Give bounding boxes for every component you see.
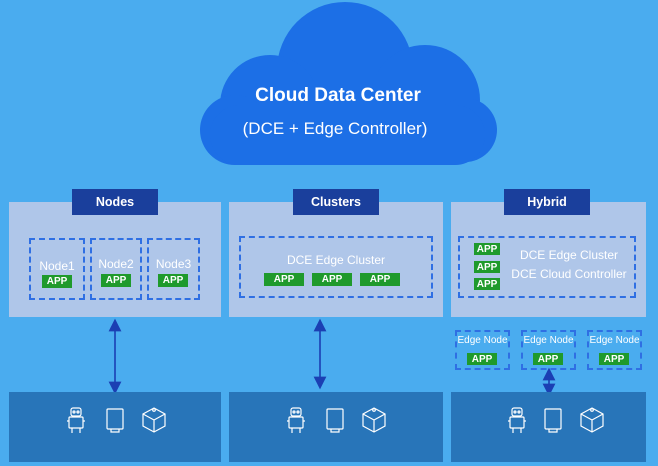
hybrid-app-3: APP xyxy=(474,278,500,290)
node3-box xyxy=(147,238,200,300)
node3-app: APP xyxy=(158,274,188,287)
robot-icon xyxy=(287,407,305,433)
edge-node-label-3: Edge Node xyxy=(589,335,640,346)
device-band-clusters xyxy=(229,392,443,462)
node3-label: Node3 xyxy=(155,257,192,271)
hybrid-app-2: APP xyxy=(474,261,500,273)
edge-node-label-2: Edge Node xyxy=(523,335,574,346)
nodes-panel xyxy=(9,202,221,317)
hybrid-tag: Hybrid xyxy=(504,189,590,215)
printer-icon xyxy=(580,407,604,433)
edge-cluster-box xyxy=(239,236,433,298)
hybrid-edge-cluster-label: DCE Edge Cluster xyxy=(519,248,619,262)
cluster-app-2: APP xyxy=(312,273,352,286)
hybrid-app-1: APP xyxy=(474,243,500,255)
node1-app: APP xyxy=(42,275,72,288)
node1-box xyxy=(29,238,85,300)
nodes-tag: Nodes xyxy=(72,189,158,215)
hybrid-cloud-controller-label: DCE Cloud Controller xyxy=(511,267,627,281)
robot-icon xyxy=(67,407,85,433)
tablet-icon xyxy=(326,408,344,433)
node1-label: Node1 xyxy=(39,259,75,273)
clusters-tag: Clusters xyxy=(293,189,379,215)
robot-icon xyxy=(508,407,526,433)
cluster-app-1: APP xyxy=(264,273,304,286)
edge-node-app-3: APP xyxy=(599,353,629,365)
node2-app: APP xyxy=(101,274,131,287)
printer-icon xyxy=(362,407,386,433)
hybrid-box xyxy=(458,236,636,298)
node2-box xyxy=(90,238,142,300)
tablet-icon xyxy=(106,408,124,433)
edge-node-box-3 xyxy=(587,330,642,370)
cloud-title: Cloud Data Center xyxy=(255,85,421,106)
cluster-app-3: APP xyxy=(360,273,400,286)
device-band-nodes xyxy=(9,392,221,462)
cloud-subtitle: (DCE + Edge Controller) xyxy=(242,119,428,138)
cloud-shape xyxy=(200,2,497,165)
edge-node-app-2: APP xyxy=(533,353,563,365)
device-band-hybrid xyxy=(451,392,646,462)
edge-node-label-1: Edge Node xyxy=(457,335,508,346)
tablet-icon xyxy=(544,408,562,433)
edge-cluster-label: DCE Edge Cluster xyxy=(286,253,386,267)
edge-node-box-1 xyxy=(455,330,510,370)
printer-icon xyxy=(142,407,166,433)
edge-node-app-1: APP xyxy=(467,353,497,365)
node2-label: Node2 xyxy=(98,257,134,271)
